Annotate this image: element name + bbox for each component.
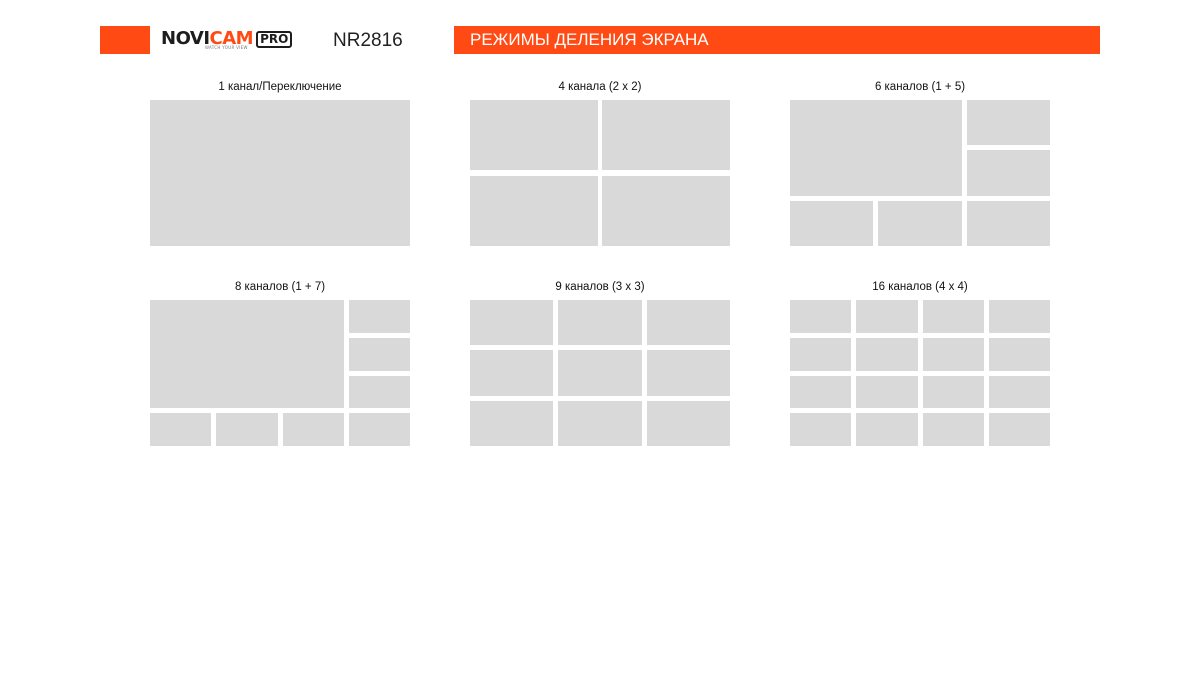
- channel-cell: [602, 176, 730, 246]
- accent-block: [100, 26, 150, 54]
- split-layout-6: [790, 100, 1050, 246]
- channel-cell: [967, 150, 1050, 196]
- title-banner: РЕЖИМЫ ДЕЛЕНИЯ ЭКРАНА: [454, 26, 1100, 54]
- channel-cell: [923, 413, 984, 446]
- channel-cell: [856, 376, 918, 408]
- mode-label: 6 каналов (1 + 5): [874, 81, 966, 93]
- channel-cell: [790, 413, 851, 446]
- channel-cell: [856, 300, 918, 333]
- channel-cell: [558, 300, 642, 345]
- channel-cell: [989, 413, 1050, 446]
- logo-tagline: WATCH YOUR VIEW: [205, 45, 248, 50]
- mode-label: 1 канал/Переключение: [218, 81, 342, 93]
- mode-label: 9 каналов (3 х 3): [555, 281, 645, 293]
- channel-cell: [150, 413, 211, 446]
- mode-label: 16 каналов (4 х 4): [872, 281, 968, 293]
- channel-cell: [790, 338, 851, 371]
- channel-cell: [349, 338, 410, 371]
- split-layout-1: [150, 100, 410, 246]
- channel-cell: [923, 376, 984, 408]
- split-layout-8: [150, 300, 410, 446]
- split-layout-9: [470, 300, 730, 446]
- channel-cell: [470, 350, 553, 396]
- novicam-pro-logo: NOVICAM WATCH YOUR VIEW PRO: [161, 28, 293, 52]
- channel-cell: [470, 176, 598, 246]
- channel-cell: [470, 100, 598, 170]
- mode-label: 4 канала (2 х 2): [558, 81, 642, 93]
- channel-cell: [989, 376, 1050, 408]
- page-title: РЕЖИМЫ ДЕЛЕНИЯ ЭКРАНА: [470, 30, 709, 49]
- channel-cell: [967, 100, 1050, 145]
- channel-cell: [283, 413, 344, 446]
- channel-cell: [856, 338, 918, 371]
- channel-cell: [989, 338, 1050, 371]
- channel-cell: [923, 300, 984, 333]
- channel-cell: [790, 376, 851, 408]
- channel-cell: [349, 376, 410, 408]
- channel-cell: [790, 300, 851, 333]
- channel-cell: [647, 401, 730, 446]
- model-number: NR2816: [333, 30, 403, 51]
- logo-pro-badge: PRO: [256, 31, 293, 48]
- channel-cell: [878, 201, 962, 246]
- channel-cell: [558, 401, 642, 446]
- channel-cell: [150, 100, 410, 246]
- mode-label: 8 каналов (1 + 7): [234, 281, 326, 293]
- channel-cell: [470, 401, 553, 446]
- channel-cell: [150, 300, 344, 408]
- channel-cell: [647, 300, 730, 345]
- channel-cell: [790, 100, 962, 196]
- channel-cell: [989, 300, 1050, 333]
- split-layout-16: [790, 300, 1050, 446]
- logo-wordmark: NOVICAM: [161, 28, 254, 49]
- channel-cell: [349, 300, 410, 333]
- channel-cell: [856, 413, 918, 446]
- channel-cell: [558, 350, 642, 396]
- channel-cell: [216, 413, 278, 446]
- split-layout-4: [470, 100, 730, 246]
- channel-cell: [349, 413, 410, 446]
- channel-cell: [967, 201, 1050, 246]
- channel-cell: [923, 338, 984, 371]
- channel-cell: [647, 350, 730, 396]
- channel-cell: [470, 300, 553, 345]
- channel-cell: [790, 201, 873, 246]
- channel-cell: [602, 100, 730, 170]
